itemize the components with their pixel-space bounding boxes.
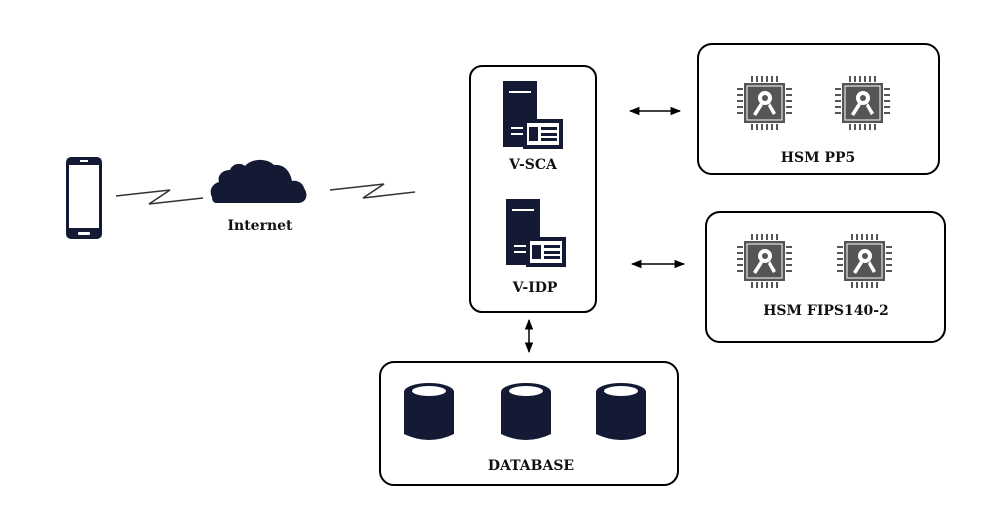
hsm-chip-icon <box>736 75 793 131</box>
wireless-link-right <box>329 183 416 199</box>
database-cylinder-icon <box>501 383 551 440</box>
cloud-icon <box>210 159 307 203</box>
hsm-fips-box <box>705 211 946 343</box>
hsm-chip-icon <box>736 233 793 289</box>
hsm-pp5-label: HSM PP5 <box>780 150 856 166</box>
smartphone-icon <box>66 157 102 239</box>
internet-label: Internet <box>227 218 293 234</box>
database-cylinder-icon <box>596 383 646 440</box>
database-label: DATABASE <box>487 458 575 474</box>
vsca-label: V-SCA <box>509 157 557 173</box>
hsm-pp5-box <box>697 43 940 175</box>
hsm-chip-icon <box>836 233 893 289</box>
hsm-fips-label: HSM FIPS140-2 <box>763 303 889 319</box>
wireless-link-left <box>115 189 204 205</box>
hsm-chip-icon <box>834 75 891 131</box>
database-cylinder-icon <box>404 383 454 440</box>
vidp-label: V-IDP <box>512 280 558 296</box>
